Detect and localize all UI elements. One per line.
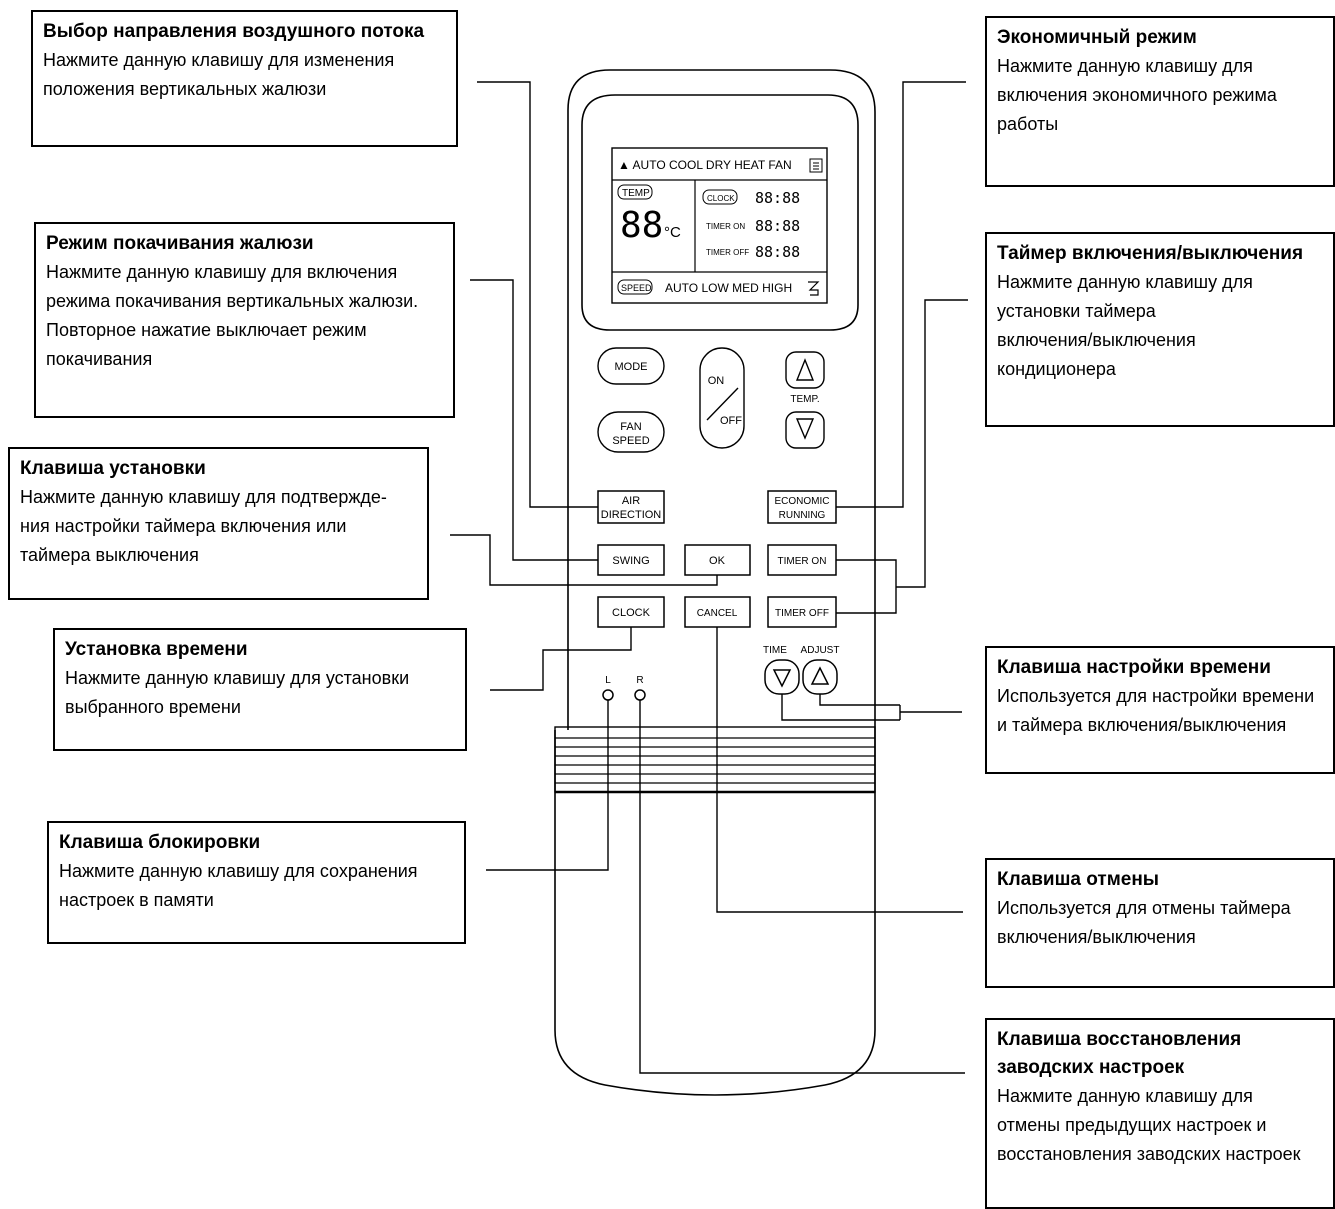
lcd-speed-label: SPEED <box>621 283 652 293</box>
callout-economic: Экономичный режим Нажмите данную клавишу… <box>985 16 1335 187</box>
lcd-timer-on-label: TIMER ON <box>706 222 745 231</box>
callout-text: Нажмите данную клавишу для <box>997 272 1253 292</box>
lcd-temp-value: 88 <box>620 205 663 246</box>
adjust-label: ADJUST <box>801 645 840 656</box>
speed-label: SPEED <box>612 435 649 447</box>
cancel-label: CANCEL <box>697 608 738 619</box>
callout-ok: Клавиша установки Нажмите данную клавишу… <box>8 447 429 600</box>
mode-button[interactable] <box>597 347 665 385</box>
mode-indicator-icon <box>809 158 823 173</box>
callout-timer: Таймер включения/выключения Нажмите данн… <box>985 232 1335 427</box>
remote-screen-frame <box>581 94 859 331</box>
callout-title: Клавиша восстановления <box>997 1029 1242 1050</box>
swing-label: SWING <box>612 555 649 567</box>
lock-button[interactable] <box>602 689 614 701</box>
running-label: RUNNING <box>779 510 826 521</box>
callout-text: установки таймера <box>997 301 1156 321</box>
callout-cancel: Клавиша отмены Используется для отмены т… <box>985 858 1335 988</box>
economic-label: ECONOMIC <box>775 496 830 507</box>
callout-time-adjust: Клавиша настройки времени Используется д… <box>985 646 1335 774</box>
callout-text: Нажмите данную клавишу для изменения <box>43 50 395 70</box>
ok-label: OK <box>709 555 726 567</box>
lcd-timer-off-label: TIMER OFF <box>706 248 749 257</box>
on-label: ON <box>708 375 725 387</box>
lcd-panel <box>611 147 828 304</box>
callout-text: включения/выключения <box>997 927 1196 947</box>
callout-text: Нажмите данную клавишу для <box>997 1086 1253 1106</box>
callout-title: Выбор направления воздушного потока <box>43 21 425 42</box>
callout-title: Таймер включения/выключения <box>997 243 1304 264</box>
callout-text: ния настройки таймера включения или <box>20 516 347 536</box>
callout-title: Режим покачивания жалюзи <box>46 233 314 254</box>
reset-button[interactable] <box>634 689 646 701</box>
lcd-clock-value: 88:88 <box>755 189 800 207</box>
fan-speed-button[interactable] <box>597 411 665 453</box>
r-label: R <box>636 675 643 686</box>
callout-swing: Режим покачивания жалюзи Нажмите данную … <box>34 222 455 418</box>
callout-text: положения вертикальных жалюзи <box>43 79 327 99</box>
lcd-timer-on-value: 88:88 <box>755 217 800 235</box>
clock-label: CLOCK <box>612 607 651 619</box>
lcd-temp-unit: °C <box>664 224 681 241</box>
fan-icon <box>808 281 820 296</box>
callout-text: кондиционера <box>997 359 1116 379</box>
callout-text: Нажмите данную клавишу для подтвержде- <box>20 487 387 507</box>
lcd-speed-values: AUTO LOW MED HIGH <box>665 281 792 295</box>
callout-text: Используется для настройки времени <box>997 686 1315 706</box>
callout-text: Используется для отмены таймера <box>997 898 1291 918</box>
temp-up-button[interactable] <box>785 351 825 389</box>
callout-air-direction: Выбор направления воздушного потока Нажм… <box>31 10 458 147</box>
callout-text: покачивания <box>46 349 153 369</box>
on-off-button[interactable] <box>699 347 745 449</box>
callout-text: Нажмите данную клавишу для включения <box>46 262 398 282</box>
callout-title: заводских настроек <box>997 1057 1185 1078</box>
callout-text: Нажмите данную клавишу для сохранения <box>59 861 418 881</box>
callout-title: Экономичный режим <box>997 27 1197 48</box>
timer-off-label: TIMER OFF <box>775 608 829 619</box>
lcd-modes: ▲ AUTO COOL DRY HEAT FAN <box>618 158 792 172</box>
l-label: L <box>605 675 611 686</box>
time-up-button[interactable] <box>802 659 838 695</box>
callout-text: Нажмите данную клавишу для установки <box>65 668 410 688</box>
callout-text: настроек в памяти <box>59 890 214 910</box>
callout-text: режима покачивания вертикальных жалюзи. <box>46 291 419 311</box>
time-label: TIME <box>763 645 787 656</box>
callout-title: Клавиша установки <box>20 458 206 479</box>
air-label: AIR <box>622 495 640 507</box>
remote-body <box>567 69 876 730</box>
direction-label: DIRECTION <box>601 509 662 521</box>
lcd-clock-label: CLOCK <box>707 194 735 203</box>
callout-lock: Клавиша блокировки Нажмите данную клавиш… <box>47 821 466 944</box>
callout-text: таймера выключения <box>20 545 199 565</box>
fan-label: FAN <box>620 421 641 433</box>
callout-text: и таймера включения/выключения <box>997 715 1287 735</box>
timer-on-label: TIMER ON <box>778 556 827 567</box>
callout-text: Повторное нажатие выключает режим <box>46 320 367 340</box>
callout-text: отмены предыдущих настроек и <box>997 1115 1267 1135</box>
callout-text: включения экономичного режима <box>997 85 1277 105</box>
callout-text: Нажмите данную клавишу для <box>997 56 1253 76</box>
time-down-button[interactable] <box>764 659 800 695</box>
callout-title: Установка времени <box>65 639 248 660</box>
lcd-timer-off-value: 88:88 <box>755 243 800 261</box>
timer-off-button[interactable] <box>767 596 837 628</box>
remote-grip <box>554 730 876 1096</box>
callout-text: восстановления заводских настроек <box>997 1144 1301 1164</box>
callout-title: Клавиша настройки времени <box>997 657 1271 678</box>
mode-label: MODE <box>615 361 648 373</box>
off-label: OFF <box>720 415 742 427</box>
lcd-temp-label: TEMP <box>622 188 650 199</box>
temp-label: TEMP. <box>790 394 819 405</box>
callout-text: выбранного времени <box>65 697 241 717</box>
callout-text: включения/выключения <box>997 330 1196 350</box>
temp-down-button[interactable] <box>785 411 825 449</box>
callout-title: Клавиша блокировки <box>59 832 261 853</box>
callout-reset: Клавиша восстановления заводских настрое… <box>985 1018 1335 1209</box>
callout-clock: Установка времени Нажмите данную клавишу… <box>53 628 467 751</box>
callout-text: работы <box>997 114 1059 134</box>
callout-title: Клавиша отмены <box>997 869 1160 890</box>
